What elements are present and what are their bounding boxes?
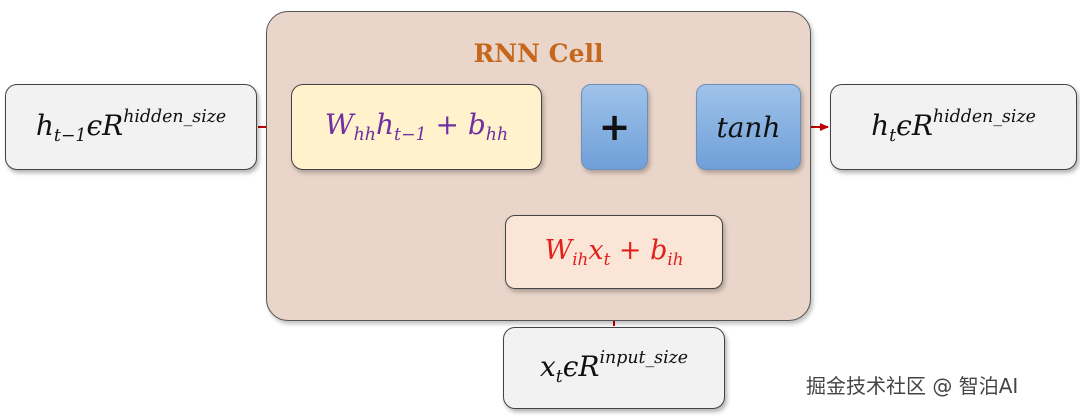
x-in-label: xtϵRinput_size — [539, 348, 689, 388]
h-prev-label: ht−1ϵRhidden_size — [35, 107, 227, 147]
h-out-label: htϵRhidden_size — [871, 107, 1036, 147]
watermark: 掘金技术社区 @ 智泊AI — [806, 374, 1019, 398]
sum-node: + — [581, 84, 648, 170]
plus-symbol: + — [598, 105, 631, 149]
hidden-term-formula: Whhht−1 + bhh — [324, 108, 509, 146]
tanh-label: tanh — [716, 110, 781, 144]
cell-title: RNN Cell — [473, 39, 604, 68]
input-h-prev: ht−1ϵRhidden_size — [5, 84, 257, 170]
hidden-term-box: Whhht−1 + bhh — [291, 84, 542, 170]
output-h-t: htϵRhidden_size — [830, 84, 1077, 170]
input-term-box: Wihxt + bih — [505, 215, 723, 289]
tanh-node: tanh — [696, 84, 801, 170]
input-term-formula: Wihxt + bih — [544, 235, 684, 269]
input-x-t: xtϵRinput_size — [503, 327, 725, 409]
